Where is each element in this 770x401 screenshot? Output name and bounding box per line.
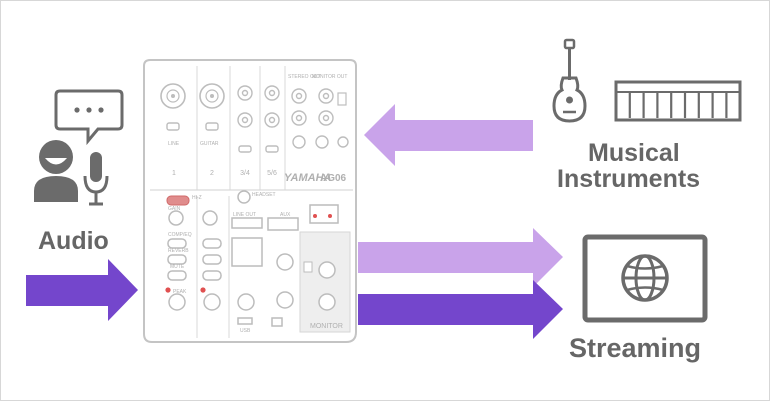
speech-bubble-icon [54,89,124,146]
instruments-input-arrow [364,104,533,166]
globe-icon [621,254,669,302]
comp-eq-label: COMP/EQ [168,232,192,238]
keyboard-icon [614,80,742,122]
channel-number-1: 1 [172,170,176,177]
streaming-label: Streaming [569,333,702,363]
channel-number-3-4: 3/4 [240,170,250,177]
mixer-model-label: AG06 [320,173,347,184]
audio-label: Audio [38,227,109,255]
channel-number-5-6: 5/6 [267,170,277,177]
streaming-output-arrow-dark [358,280,563,339]
guitar-icon [552,38,587,123]
aux-label: AUX [280,212,291,218]
mixer-brand-label: YAMAHA [284,172,332,184]
person-icon [34,140,78,202]
headset-label: HEADSET [252,192,276,198]
streaming-output-arrow-light [358,228,563,287]
microphone-icon [83,152,109,206]
mixer-device [143,59,357,343]
peak-label: PEAK [173,289,187,295]
stereo-out-label: STEREO OUT [288,74,321,80]
line-out-label: LINE OUT [233,212,256,218]
combo-jack-1 [160,83,186,109]
gain-label: GAIN [168,206,181,212]
channel-number-2: 2 [210,170,214,177]
monitor-label: MONITOR [310,323,343,330]
hi-z-label: HI-Z [192,195,202,201]
musical-instruments-label-line2: Instruments [557,165,701,193]
usb-label: USB [240,328,251,334]
reverb-label: REVERB [168,248,189,254]
monitor-icon [582,234,708,323]
audio-input-arrow [26,259,138,321]
mute-label: MUTE [170,264,185,270]
combo-jack-2 [199,83,225,109]
monitor-out-label: MONITOR OUT [312,74,347,80]
line-label: LINE [168,141,180,147]
musical-instruments-label-line1: Musical [588,139,680,167]
guitar-label: GUITAR [200,141,219,147]
